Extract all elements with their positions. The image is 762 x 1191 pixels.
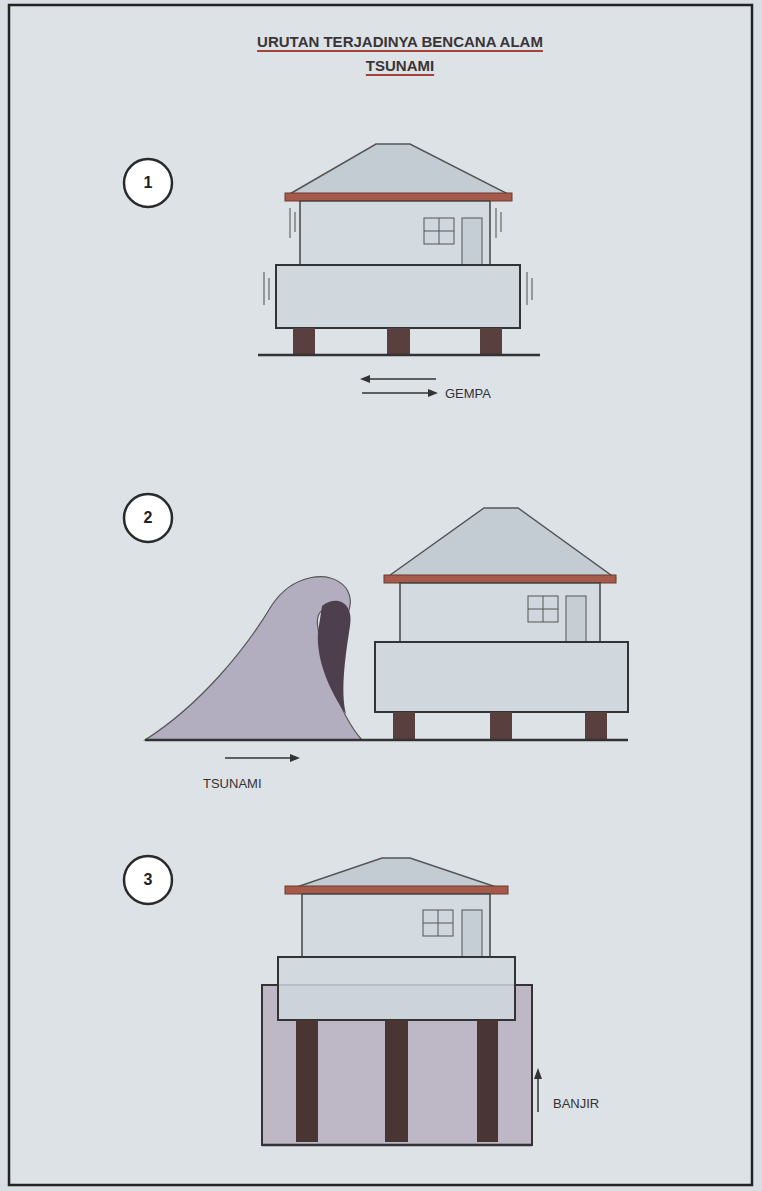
house-platform	[278, 957, 515, 1020]
stilt	[393, 712, 415, 740]
stilt	[387, 328, 410, 355]
roof	[288, 858, 505, 890]
window	[528, 596, 558, 622]
door	[462, 218, 482, 265]
step-circle: 3	[122, 854, 174, 906]
door	[462, 910, 482, 957]
roof	[288, 144, 510, 195]
arrow-label: GEMPA	[445, 386, 491, 401]
frame-border	[9, 5, 752, 1185]
stilt	[490, 712, 512, 740]
window	[423, 910, 453, 936]
roof-eave	[384, 575, 616, 583]
ground-line	[262, 1144, 532, 1147]
callout-number: 1	[122, 157, 174, 209]
window-bar	[424, 231, 454, 232]
stilt	[585, 712, 607, 740]
quake-arrows	[360, 375, 438, 397]
window	[424, 218, 454, 244]
house-wall	[400, 583, 600, 642]
wave-arrow	[225, 754, 300, 762]
window-bar	[423, 923, 453, 924]
roof-eave	[285, 886, 508, 894]
tsunami-wave	[145, 577, 362, 740]
stilt	[293, 328, 315, 355]
ground-line	[145, 739, 628, 742]
ground-line	[258, 354, 540, 357]
door	[566, 596, 586, 642]
shake-lines	[264, 208, 532, 305]
house-wall	[302, 894, 490, 957]
wave-curl	[318, 601, 351, 714]
house-wave	[145, 508, 628, 762]
stilt	[477, 1020, 498, 1142]
house-shaking	[258, 144, 540, 397]
stilt	[385, 1020, 408, 1142]
stilt	[480, 328, 502, 355]
roof	[386, 508, 615, 578]
callout-number: 2	[122, 492, 174, 544]
window-bar	[528, 609, 558, 610]
arrow-label: TSUNAMI	[203, 776, 262, 791]
house-platform	[375, 642, 628, 712]
house-wall	[300, 201, 490, 265]
arrow-label: BANJIR	[553, 1096, 599, 1111]
flood-arrow	[534, 1068, 542, 1112]
house-flooded	[262, 858, 542, 1145]
callout-number: 3	[122, 854, 174, 906]
house-platform	[276, 265, 520, 328]
diagram-title: URUTAN TERJADINYA BENCANA ALAM TSUNAMI	[255, 30, 545, 78]
step-circle: 1	[122, 157, 174, 209]
stilt	[296, 1020, 318, 1142]
roof-eave	[285, 193, 512, 201]
step-circle: 2	[122, 492, 174, 544]
